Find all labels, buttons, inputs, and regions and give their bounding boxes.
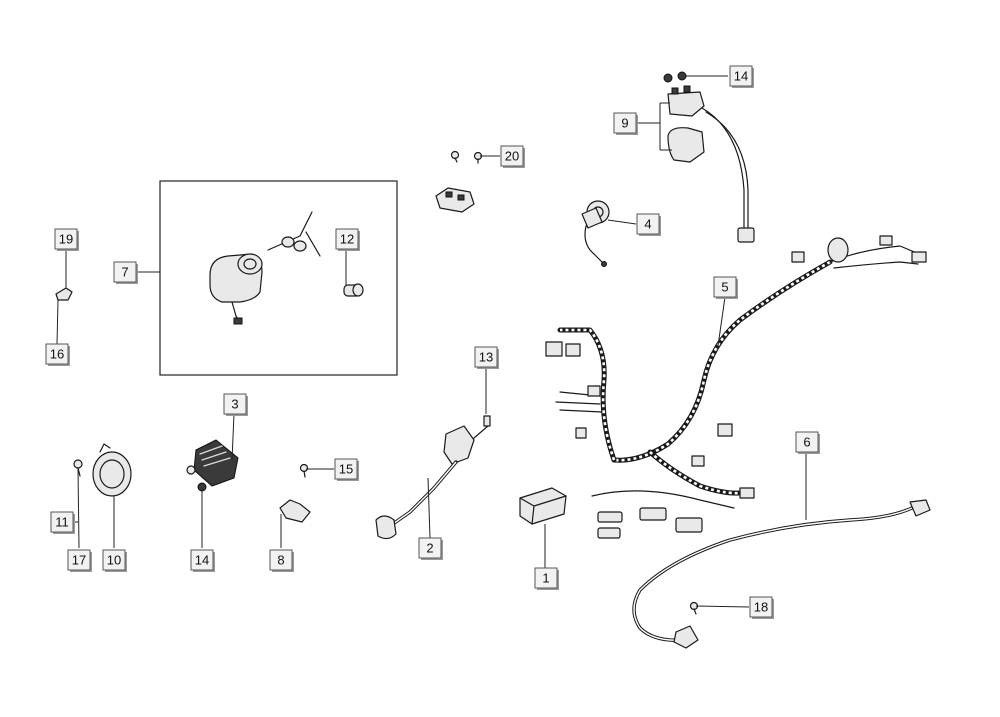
- callout-1-label: 1: [542, 571, 549, 586]
- callout-14-top-label: 14: [734, 69, 748, 84]
- switch-4-drawing: [581, 200, 610, 267]
- regulator-drawing: [186, 439, 239, 492]
- callout-20-label: 20: [505, 149, 519, 164]
- screw-20-drawing: [450, 150, 483, 164]
- bracket-drawing: [279, 463, 311, 523]
- callout-7: 7: [113, 261, 138, 284]
- callout-20: 20: [500, 145, 525, 168]
- callout-17-label: 17: [72, 553, 86, 568]
- callout-9: 9: [613, 112, 638, 135]
- callout-4-label: 4: [644, 217, 651, 232]
- callout-10-label: 10: [107, 553, 121, 568]
- wiring-harness-drawing: [545, 235, 927, 539]
- callout-8: 8: [269, 549, 294, 572]
- callout-12: 12: [335, 228, 360, 251]
- callout-19: 19: [54, 228, 79, 251]
- callout-16: 16: [45, 343, 70, 366]
- horn-drawing: [73, 443, 132, 497]
- callout-11: 11: [50, 511, 75, 534]
- callout-2-label: 2: [426, 541, 433, 556]
- cdi-unit-drawing: [519, 487, 567, 525]
- callout-5: 5: [713, 276, 738, 299]
- callout-10: 10: [102, 549, 127, 572]
- callout-11-label: 11: [55, 515, 69, 530]
- callout-15: 15: [334, 458, 359, 481]
- callout-14-bottom-label: 14: [195, 553, 209, 568]
- leader-lines: [56, 75, 807, 608]
- callout-1: 1: [534, 567, 559, 590]
- fuse-holder-drawing: [435, 187, 475, 213]
- callout-13-label: 13: [479, 350, 493, 365]
- callout-18-label: 18: [754, 600, 768, 615]
- callout-5-label: 5: [721, 280, 728, 295]
- battery-cable-drawing: [632, 499, 931, 649]
- callout-18: 18: [749, 596, 774, 619]
- callout-8-label: 8: [277, 553, 284, 568]
- callout-14-bottom: 14: [190, 549, 215, 572]
- ignition-set-frame: [159, 180, 398, 376]
- callout-19-label: 19: [59, 232, 73, 247]
- callout-13: 13: [474, 346, 499, 369]
- small-fitting-drawing: [55, 287, 73, 301]
- callout-7-label: 7: [121, 265, 128, 280]
- callout-2: 2: [418, 537, 443, 560]
- callout-15-label: 15: [339, 462, 353, 477]
- ignition-coil-drawing: [375, 415, 491, 540]
- callout-3: 3: [223, 393, 248, 416]
- callout-6: 6: [795, 431, 820, 454]
- callout-3-label: 3: [231, 397, 238, 412]
- lock-cylinder-drawing: [343, 283, 364, 297]
- callout-12-label: 12: [340, 232, 354, 247]
- starter-relay-drawing: [663, 71, 755, 243]
- callout-9-label: 9: [621, 116, 628, 131]
- callout-16-label: 16: [50, 347, 64, 362]
- callout-6-label: 6: [803, 435, 810, 450]
- callout-17: 17: [67, 549, 92, 572]
- callout-14-top: 14: [729, 65, 754, 88]
- ignition-switch-drawing: [209, 211, 321, 325]
- callout-4: 4: [636, 213, 661, 236]
